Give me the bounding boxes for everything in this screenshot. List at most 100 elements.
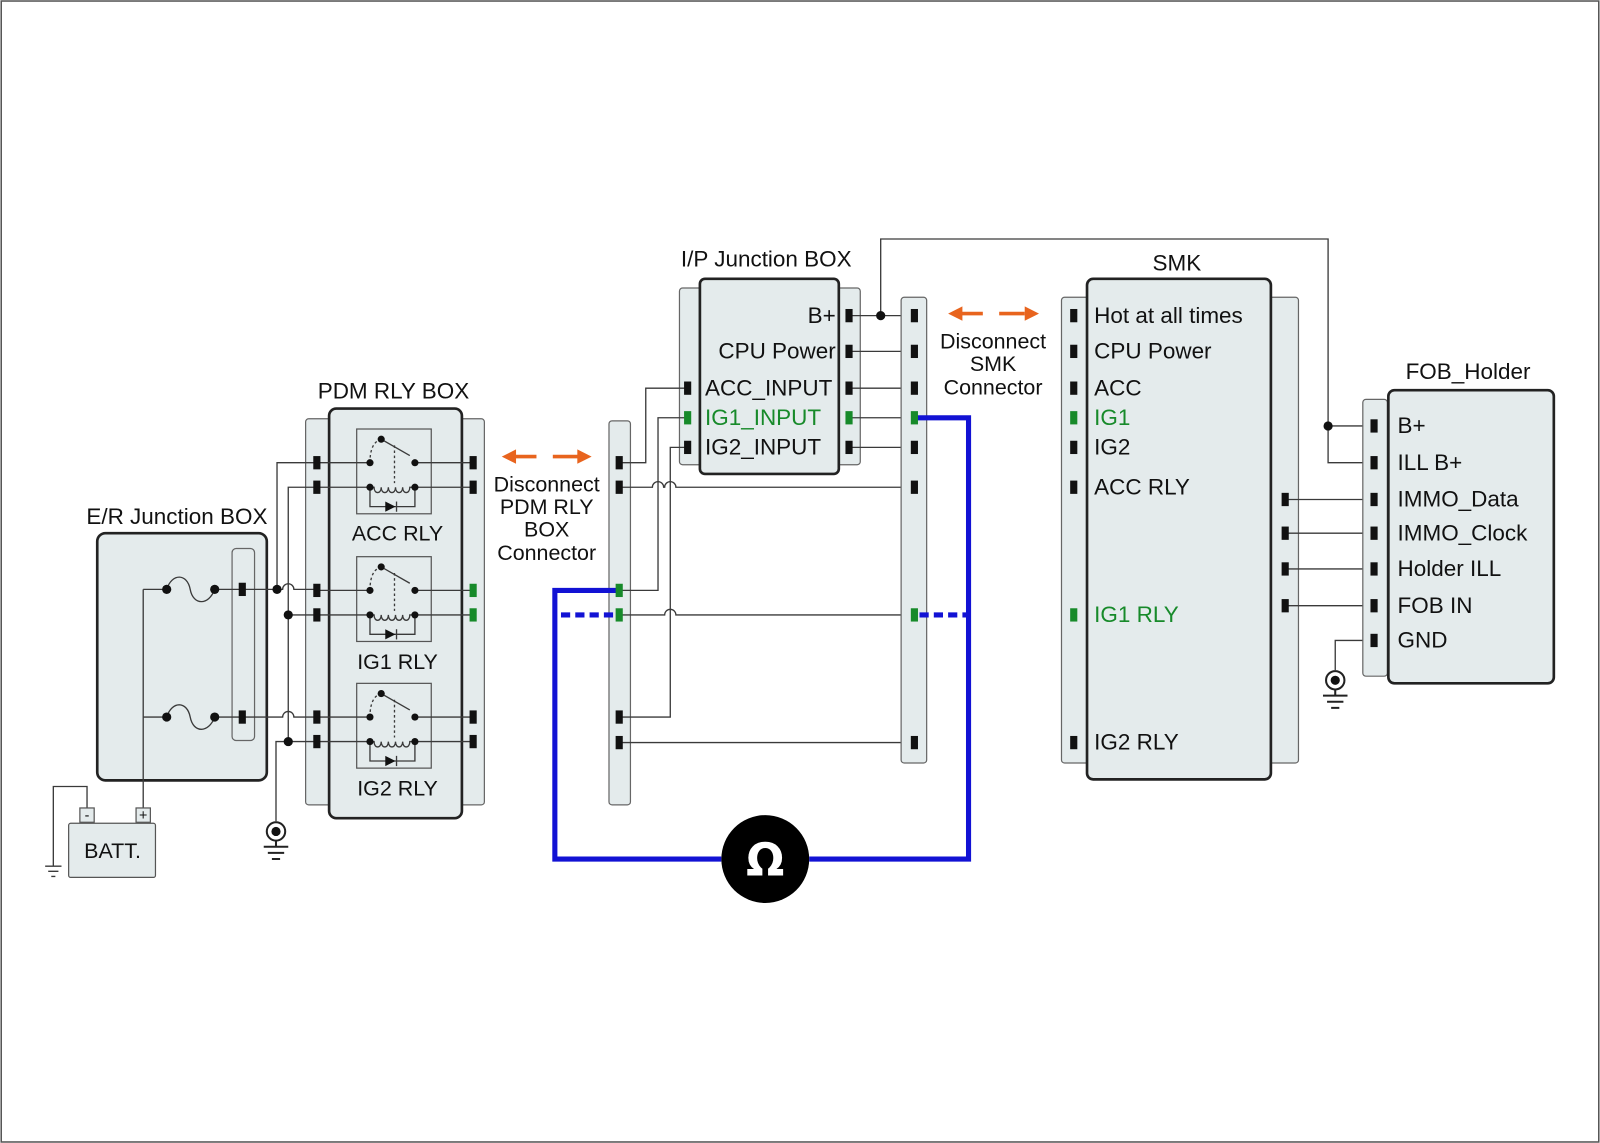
smk-pin-label: ACC [1094,375,1141,400]
connector-pin-highlighted [684,411,692,425]
connector-pin [1370,419,1378,433]
fuse-icon [166,576,216,603]
smk-pin-label: IG2 RLY [1094,730,1179,755]
connector-pin [1370,562,1378,576]
pdm-rly-box: PDM RLY BOX ACC RLY IG1 RLY IG2 RLY [305,378,485,820]
smk-pin-label-highlighted: IG1 [1094,405,1130,430]
connector-pin-highlighted [469,608,477,622]
disconnect-pdm-label: Disconnect PDM RLY BOX Connector [494,472,600,564]
connector-pin [238,582,246,597]
fob-pin-label: IMMO_Data [1398,487,1520,512]
connector-pin [1281,599,1289,613]
battery-label: BATT. [84,839,141,863]
smk-pin-label: CPU Power [1094,339,1212,364]
connector-pin [910,344,918,359]
connector-pin [910,440,918,455]
disconnect-smk-line: Connector [944,375,1043,399]
connector-pin [238,710,246,724]
connector-pin [910,480,918,494]
connector-pin [469,710,477,724]
connector-pin [313,456,321,470]
connector-pin [910,381,918,395]
fob-holder: FOB_Holder B+ ILL B+ IMMO_Data IMMO_Cloc… [1362,359,1556,685]
connector-pin [1281,562,1289,576]
connector-pin [313,734,321,749]
er-junction-box: E/R Junction BOX [86,504,269,809]
connector-pin [845,381,853,395]
disconnect-pdm-line: Disconnect [494,472,600,496]
ohmmeter-leads [552,415,972,862]
disconnect-smk-line: Disconnect [940,329,1046,353]
ip-junction-box-title: I/P Junction BOX [681,247,852,272]
meter-lead [809,415,972,862]
pdm-rly-box-title: PDM RLY BOX [318,378,470,403]
connector-pin [469,480,477,494]
smk-pin-label-highlighted: IG1 RLY [1094,602,1179,627]
connector-pin [910,735,918,750]
connector-pin [845,440,853,455]
disconnect-smk-label: Disconnect SMK Connector [940,329,1046,399]
connector-pin [313,480,321,494]
fob-holder-title: FOB_Holder [1406,359,1531,384]
ip-pin-label: B+ [808,303,836,328]
disconnect-pdm-arrow-icon [501,449,592,464]
fob-pin-label: B+ [1398,413,1426,438]
fob-pin-label: GND [1398,628,1448,653]
connector-pin [615,456,623,470]
connector-pin [313,710,321,724]
connector-pin [684,381,692,395]
connector-pin-highlighted [469,583,477,598]
ip-pin-label: IG2_INPUT [705,435,821,460]
connector-pin [1070,735,1078,750]
connector-pin [313,608,321,622]
connector-pins [238,308,1378,750]
connector-pin [469,456,477,470]
connector-pin [1070,344,1078,359]
er-junction-box-title: E/R Junction BOX [86,504,267,529]
ground-icon [1322,670,1348,709]
battery-positive-label: + [139,808,147,824]
connector-pin [1070,308,1078,323]
acc-relay-label: ACC RLY [352,521,443,545]
connector-pin [1070,440,1078,455]
connector-pin [845,308,853,323]
smk-pin-label: IG2 [1094,435,1130,460]
disconnect-pdm-line: PDM RLY [500,495,594,519]
connector-pin [684,440,692,455]
connector-pin [1370,526,1378,540]
connector-pin [1370,599,1378,613]
connector-pin-highlighted [910,608,918,622]
connector-pin-highlighted [1070,411,1078,425]
connector-pin-highlighted [615,608,623,622]
meter-lead [552,587,722,862]
battery-positive-terminal [135,807,151,823]
connector-pin [469,734,477,749]
smk-pin-label: Hot at all times [1094,303,1243,328]
ground-icon [263,821,289,861]
connector-pin-highlighted [1070,608,1078,622]
connector-pin [615,710,623,724]
connector-pin [845,344,853,359]
fob-pin-label: ILL B+ [1398,450,1463,475]
connector-pin [1281,526,1289,540]
er-to-pdm-wiring [242,462,317,822]
battery-negative-label: - [85,808,90,824]
connector-pin [1070,381,1078,395]
fob-pin-label: FOB IN [1398,593,1473,618]
ip-pin-label: CPU Power [718,339,836,364]
er-connector [231,547,256,742]
connector-pin [313,583,321,598]
connector-pin [1370,456,1378,470]
connector-pin [615,735,623,750]
connector-pin [1281,492,1289,507]
connector-pin [910,308,918,323]
battery: - + BATT. [45,785,157,879]
ohmmeter-icon: Ω [721,815,810,903]
fuse-icon [166,704,216,730]
connector-pin-highlighted [845,411,853,425]
connector-pin [615,480,623,494]
ig1-relay-label: IG1 RLY [357,650,438,674]
ohm-symbol: Ω [746,833,784,886]
fob-pin-label: Holder ILL [1398,556,1502,581]
